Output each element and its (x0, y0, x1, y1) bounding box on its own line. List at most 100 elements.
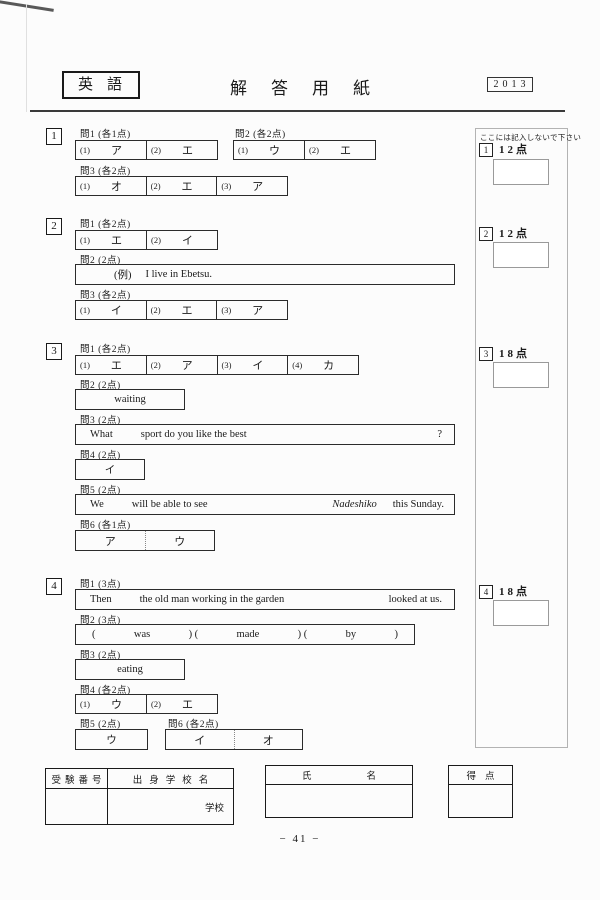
section-3-q5-label: 問5 (2点) (80, 486, 121, 496)
answer-cell: ア (76, 531, 145, 550)
grading-item-4-points: 18点 (499, 586, 530, 598)
answer-phrase: sport do you like the best (140, 429, 247, 440)
answer-cell-value: イ (194, 734, 206, 747)
page-title: 解答用紙 (230, 79, 394, 98)
answer-cell-number: (2) (151, 235, 161, 245)
answer-cell-value: エ (181, 181, 193, 193)
answer-cell-number: (1) (80, 305, 90, 315)
answer-cell-value: ウ (269, 145, 280, 157)
section-3-q2-label: 問2 (2点) (80, 381, 121, 391)
answer-sentence: I live in Ebetsu. (145, 269, 213, 280)
answer-phrase: will be able to see (131, 499, 208, 510)
grading-item-1-score-box (493, 159, 549, 185)
section-2-q2-answer-box: (例) I live in Ebetsu. (75, 264, 455, 285)
grading-item-2-score-box (493, 242, 549, 268)
sentence-prefix: Then (90, 594, 112, 605)
section-4-q4-answer-row: (1)ウ (2)エ (75, 694, 218, 714)
answer-cell-value: イ (252, 360, 264, 372)
answer-cell-value: エ (182, 145, 193, 157)
answer-word: was (133, 629, 151, 640)
header-divider (30, 110, 565, 112)
sentence-prefix: We (90, 499, 104, 510)
name-header-right: 名 (366, 772, 376, 782)
school-name-field: 学校 (108, 789, 233, 824)
section-3-q6-answer-row: ア ウ (75, 530, 215, 551)
section-1-q1-label: 問1 (各1点) (80, 130, 131, 140)
section-1-number: 1 (46, 128, 62, 145)
answer-cell-number: (1) (80, 360, 90, 370)
section-3-q4-answer-box: イ (75, 459, 145, 480)
answer-cell: (1)オ (76, 177, 146, 195)
answer-cell-value: ウ (111, 699, 122, 711)
name-header-left: 氏 (302, 772, 312, 782)
paren: ) ( (188, 629, 199, 640)
section-1-q3-answer-row: (1)オ (2) エ (3)ア (75, 176, 288, 196)
answer-cell-number: (2) (150, 360, 161, 370)
answer-cell-value: イ (110, 305, 122, 317)
answer-cell: (1) イ (76, 301, 146, 319)
section-3-q5-answer-box: We will be able to see Nadeshiko this Su… (75, 494, 455, 515)
candidate-info-table: 受験番号 出身学校名 学校 (45, 768, 234, 825)
section-4-q1-answer-box: Then the old man working in the garden l… (75, 589, 455, 610)
section-4-q6-answer-row: イ オ (165, 729, 303, 750)
sentence-suffix: looked at us. (388, 594, 442, 605)
answer-cell-value: ア (252, 305, 264, 317)
section-4-q6-label: 問6 (各2点) (168, 720, 219, 730)
answer-cell-number: (3) (221, 360, 232, 370)
answer-cell: (3)ア (216, 177, 287, 195)
answer-cell-number: (1) (80, 145, 90, 155)
section-2-number: 2 (46, 218, 62, 235)
paren: ) ( (297, 629, 308, 640)
answer-cell: (1) ア (76, 141, 146, 159)
name-table: 氏 名 (265, 765, 413, 818)
answer-cell: (2)エ (145, 301, 217, 319)
section-2-q3-answer-row: (1) イ (2)エ (3)ア (75, 300, 288, 320)
answer-cell: (1)エ (76, 231, 146, 249)
answer-cell-value: ア (181, 360, 193, 372)
answer-word: by (345, 629, 357, 640)
grading-item-3-number: 3 (479, 347, 493, 361)
answer-cell-value: オ (262, 734, 274, 747)
answer-cell-value: エ (182, 699, 193, 711)
answer-cell: (2) ア (145, 356, 217, 374)
exam-number-field (46, 789, 108, 824)
answer-phrase: the old man working in the garden (139, 594, 285, 605)
section-3-q3-label: 問3 (2点) (80, 416, 121, 426)
answer-cell: (4)カ (287, 356, 358, 374)
name-header: 氏 名 (266, 766, 412, 785)
section-1-q3-label: 問3 (各2点) (80, 167, 131, 177)
section-4-q4-label: 問4 (各2点) (80, 686, 131, 696)
section-3-q4-label: 問4 (2点) (80, 451, 121, 461)
section-1-q2-answer-row: (1)ウ (2)エ (233, 140, 376, 160)
section-4-q1-label: 問1 (3点) (80, 580, 121, 590)
answer-cell: (2) エ (145, 177, 217, 195)
answer-cell-value: ア (252, 181, 264, 193)
answer-value: イ (104, 465, 116, 476)
answer-cell: (2)エ (146, 695, 217, 713)
year-badge: 2013 (487, 77, 533, 92)
answer-cell-number: (1) (80, 235, 90, 245)
answer-cell-value: ア (111, 145, 122, 157)
answer-cell: (1)ウ (76, 695, 146, 713)
score-table: 得点 (448, 765, 513, 818)
grading-item-1-number: 1 (479, 143, 493, 157)
section-2-q2-label: 問2 (2点) (80, 256, 121, 266)
section-3-q3-answer-box: What sport do you like the best ? (75, 424, 455, 445)
answer-cell-value: イ (182, 235, 193, 247)
answer-cell-number: (1) (238, 145, 248, 155)
answer-cell: (3)ア (216, 301, 287, 319)
grading-item-3-score-box (493, 362, 549, 388)
grading-column-frame (475, 128, 568, 748)
section-2-q3-label: 問3 (各2点) (80, 291, 131, 301)
paren: ) (394, 629, 399, 640)
section-4-q5-label: 問5 (2点) (80, 720, 121, 730)
answer-cell-number: (2) (150, 181, 161, 191)
section-4-q5-answer-box: ウ (75, 729, 148, 750)
sentence-suffix-italic: Nadeshiko (332, 499, 377, 510)
section-3-q2-answer-box: waiting (75, 389, 185, 410)
exam-number-header: 受験番号 (46, 769, 108, 789)
answer-cell: (2) イ (146, 231, 217, 249)
answer-cell-value: ウ (174, 535, 186, 548)
section-2-q1-label: 問1 (各2点) (80, 220, 131, 230)
do-not-write-note: ここには記入しないで下さい (480, 133, 582, 142)
